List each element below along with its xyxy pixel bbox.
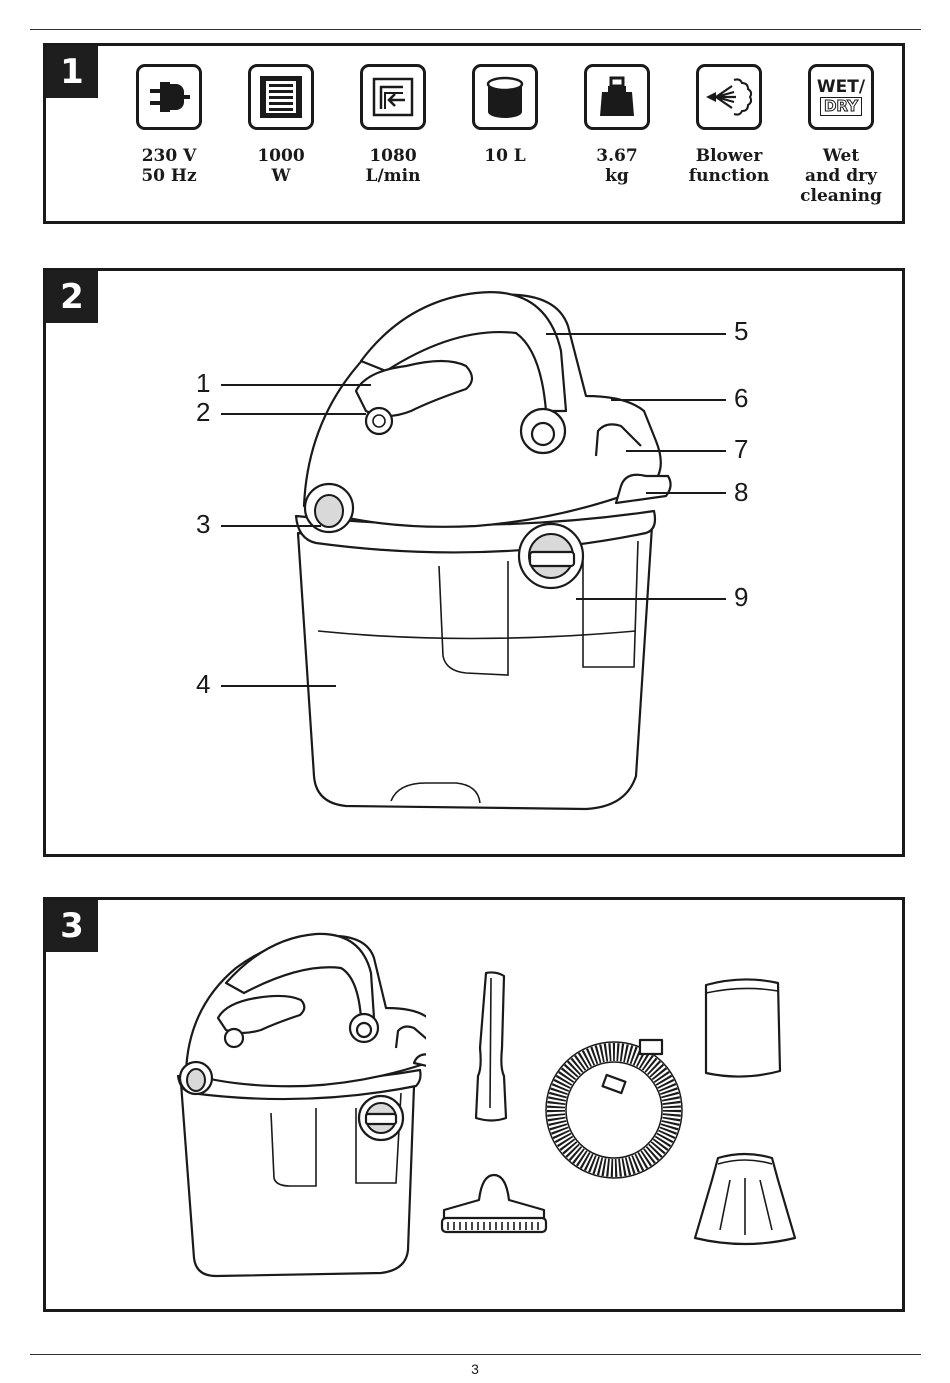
filter-bag-illustration [704,978,782,1078]
spec-airflow-label: 1080 L/min [365,146,421,186]
leader-line-4 [221,685,336,687]
callout-6: 6 [734,383,749,413]
section-badge-1: 1 [46,46,98,98]
spec-wet-dry: WET/ DRY Wet and dry cleaning [785,64,897,206]
wet-icon-text: WET/ [816,77,866,97]
callout-1: 1 [196,368,211,398]
vacuum-cleaner-illustration [294,291,672,811]
weight-icon [584,64,650,130]
spec-voltage-label: 230 V 50 Hz [141,146,197,186]
spec-weight: 3.67 kg [561,64,673,186]
crevice-nozzle-illustration [474,971,508,1122]
leader-line-5 [546,333,726,335]
spec-blower-label: Blower function [688,146,770,186]
spec-power: 1000 W [225,64,337,186]
section-badge-2: 2 [46,271,98,323]
spec-wet-dry-label: Wet and dry cleaning [800,146,882,206]
leader-line-2 [221,413,366,415]
specs-panel: 1 230 V 50 Hz 1000 W [43,43,905,224]
leader-line-1 [221,384,371,386]
callout-3: 3 [196,509,211,539]
spec-blower: Blower function [673,64,785,186]
power-plug-icon [136,64,202,130]
accessories-panel: 3 [43,897,905,1312]
bottom-rule [30,1354,921,1355]
leader-line-3 [221,525,321,527]
spec-voltage: 230 V 50 Hz [113,64,225,186]
wet-dry-icon: WET/ DRY [808,64,874,130]
callout-9: 9 [734,582,749,612]
cloth-filter-illustration [693,1152,797,1246]
callout-2: 2 [196,397,211,427]
section-badge-3: 3 [46,900,98,952]
leader-line-9 [576,598,726,600]
spec-airflow: 1080 L/min [337,64,449,186]
spec-weight-label: 3.67 kg [596,146,638,186]
motor-icon [248,64,314,130]
dry-icon-text: DRY [819,97,863,116]
parts-panel: 2 1 2 3 4 5 [43,268,905,857]
vacuum-cleaner-small-illustration [176,932,426,1278]
callout-7: 7 [734,434,749,464]
callout-4: 4 [196,669,211,699]
leader-line-7 [626,450,726,452]
airflow-icon [360,64,426,130]
spec-capacity: 10 L [449,64,561,166]
callout-8: 8 [734,477,749,507]
blower-icon [696,64,762,130]
spec-capacity-label: 10 L [484,146,526,166]
page-number: 3 [471,1361,479,1377]
callout-5: 5 [734,316,749,346]
leader-line-8 [646,492,726,494]
hose-illustration [545,1038,683,1179]
spec-power-label: 1000 W [257,146,305,186]
top-rule [30,29,921,30]
leader-line-6 [611,399,726,401]
container-icon [472,64,538,130]
floor-brush-illustration [440,1173,548,1234]
